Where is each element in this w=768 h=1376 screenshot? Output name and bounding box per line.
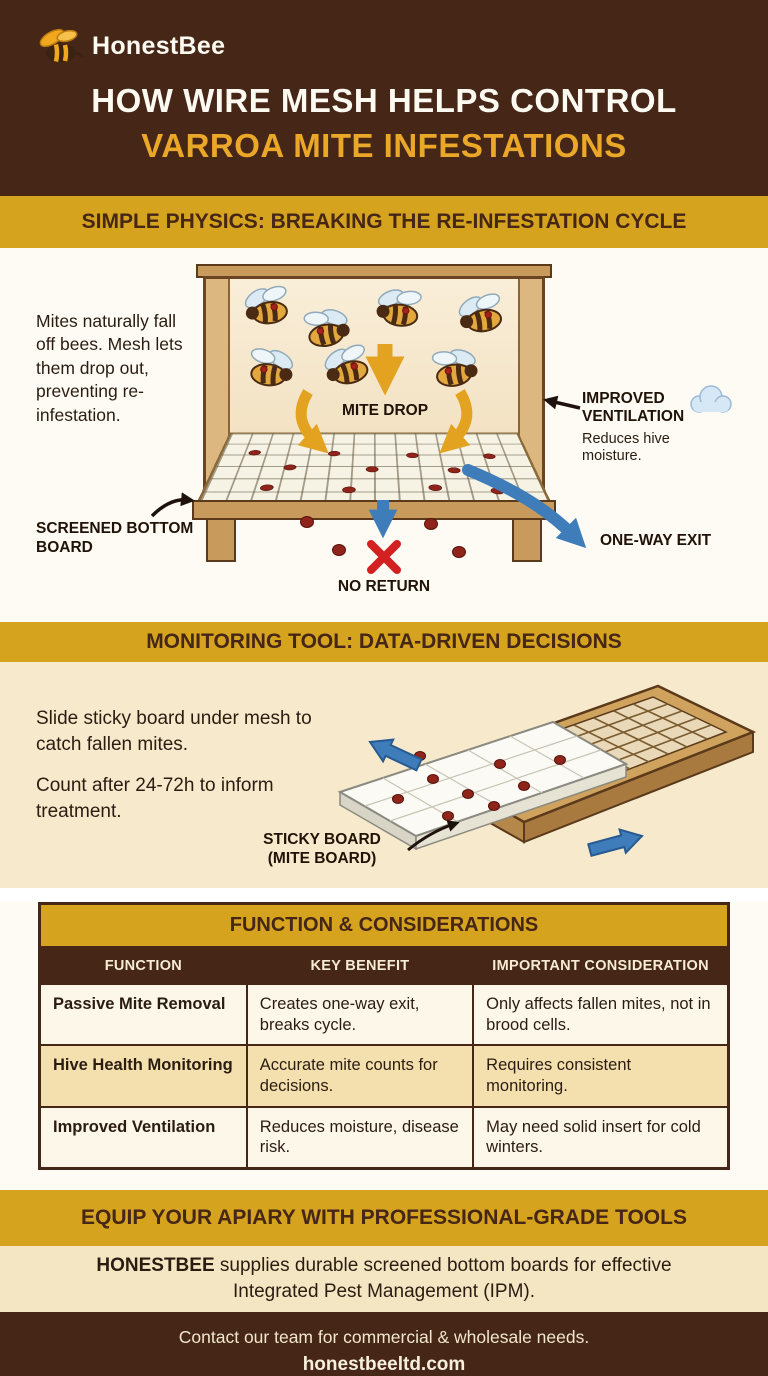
slide-arrows: [368, 738, 644, 857]
cta-brand: HONESTBEE: [96, 1255, 215, 1277]
cell-function: Passive Mite Removal: [41, 982, 247, 1046]
mite-icon: [428, 484, 443, 491]
table-header-benefit: KEY BENEFIT: [245, 949, 474, 984]
wire-mesh: [196, 432, 552, 504]
brand-logo: HonestBee: [0, 0, 768, 66]
cell-function: Hive Health Monitoring: [41, 1044, 247, 1107]
cell-benefit: Creates one-way exit, breaks cycle.: [245, 982, 474, 1046]
table-row: Passive Mite Removal Creates one-way exi…: [41, 982, 727, 1046]
mite-icon: [332, 544, 346, 556]
cell-function: Improved Ventilation: [41, 1105, 247, 1167]
mite-drop-label: MITE DROP: [341, 402, 429, 419]
mite-icon: [247, 450, 262, 456]
mite-icon: [300, 516, 314, 528]
section-band-monitoring: MONITORING TOOL: DATA-DRIVEN DECISIONS: [0, 622, 768, 662]
screened-board-pointer-icon: [150, 492, 195, 518]
sticky-board-label-line2: (MITE BOARD): [267, 850, 377, 868]
bee-icon: [240, 343, 302, 393]
cloud-icon: [690, 385, 732, 413]
table-header-row: FUNCTION KEY BENEFIT IMPORTANT CONSIDERA…: [41, 949, 727, 984]
mite-icon: [327, 450, 341, 457]
ventilation-arrow-icon: [543, 395, 581, 410]
bee-icon: [368, 283, 430, 333]
mite-icon: [424, 518, 438, 530]
monitoring-text: Slide sticky board under mesh to catch f…: [36, 706, 346, 841]
monitoring-text-2: Count after 24-72h to inform treatment.: [36, 775, 274, 822]
mite-icon: [482, 453, 497, 459]
sticky-board-pointer-icon: [407, 820, 460, 852]
sticky-board-label-line1: STICKY BOARD: [263, 831, 381, 848]
cell-benefit: Accurate mite counts for decisions.: [245, 1044, 474, 1107]
screened-bottom-board-label: SCREENED BOTTOM BOARD: [36, 520, 194, 556]
monitoring-section: Slide sticky board under mesh to catch f…: [0, 662, 768, 888]
ventilation-title: IMPROVED VENTILATION: [582, 390, 685, 426]
mites-on-board: [392, 751, 566, 821]
cta-body: HONESTBEE supplies durable screened bott…: [0, 1246, 768, 1312]
one-way-exit-label: ONE-WAY EXIT: [600, 532, 712, 549]
sticky-board-label: STICKY BOARD (MITE BOARD): [238, 830, 406, 869]
cta-band: EQUIP YOUR APIARY WITH PROFESSIONAL-GRAD…: [0, 1190, 768, 1246]
table-row: Hive Health Monitoring Accurate mite cou…: [41, 1044, 727, 1107]
footer: Contact our team for commercial & wholes…: [0, 1312, 768, 1376]
table-header-function: FUNCTION: [41, 949, 247, 984]
mite-icon: [341, 486, 356, 494]
page-title-line2: VARROA MITE INFESTATIONS: [141, 127, 627, 164]
monitoring-text-1: Slide sticky board under mesh to catch f…: [36, 708, 312, 755]
bee-icon: [423, 342, 487, 394]
sticky-board-illustration: [337, 684, 757, 857]
mite-icon: [365, 466, 379, 473]
cell-consideration: Only affects fallen mites, not in brood …: [472, 982, 727, 1046]
section-band-physics: SIMPLE PHYSICS: BREAKING THE RE-INFESTAT…: [0, 196, 768, 248]
table-row: Improved Ventilation Reduces moisture, d…: [41, 1105, 727, 1167]
bottom-board-frame: [192, 500, 556, 520]
table-header-consideration: IMPORTANT CONSIDERATION: [472, 949, 727, 984]
bee-logo-icon: [39, 28, 84, 62]
header: HonestBee HOW WIRE MESH HELPS CONTROL VA…: [0, 0, 768, 196]
ventilation-label: IMPROVED VENTILATION Reduces hive moistu…: [582, 390, 710, 465]
cell-consideration: May need solid insert for cold winters.: [472, 1105, 727, 1167]
mite-icon: [452, 546, 466, 558]
no-return-label: NO RETURN: [337, 578, 431, 595]
cta-text: supplies durable screened bottom boards …: [214, 1255, 672, 1302]
cell-benefit: Reduces moisture, disease risk.: [245, 1105, 474, 1167]
mite-icon: [259, 484, 275, 491]
footer-website: honestbeeltd.com: [302, 1354, 466, 1375]
table-section: FUNCTION & CONSIDERATIONS FUNCTION KEY B…: [0, 902, 768, 1190]
hive-leg-left: [206, 518, 236, 562]
hive-leg-right: [512, 518, 542, 562]
brand-name: HonestBee: [92, 31, 226, 60]
mite-icon: [447, 467, 462, 474]
physics-intro-text: Mites naturally fall off bees. Mesh lets…: [36, 311, 183, 425]
physics-diagram-section: Mites naturally fall off bees. Mesh lets…: [0, 248, 768, 622]
mite-icon: [282, 464, 297, 471]
table-title: FUNCTION & CONSIDERATIONS: [41, 905, 727, 949]
mite-icon: [489, 487, 506, 495]
ventilation-subtext: Reduces hive moisture.: [582, 430, 670, 464]
bee-icon: [235, 280, 299, 332]
page-title-line1: HOW WIRE MESH HELPS CONTROL: [91, 82, 677, 119]
x-mark-icon: [367, 540, 401, 574]
cell-consideration: Requires consistent monitoring.: [472, 1044, 727, 1107]
function-table: FUNCTION & CONSIDERATIONS FUNCTION KEY B…: [38, 902, 730, 1170]
mite-icon: [405, 452, 419, 459]
footer-contact-text: Contact our team for commercial & wholes…: [178, 1327, 590, 1347]
